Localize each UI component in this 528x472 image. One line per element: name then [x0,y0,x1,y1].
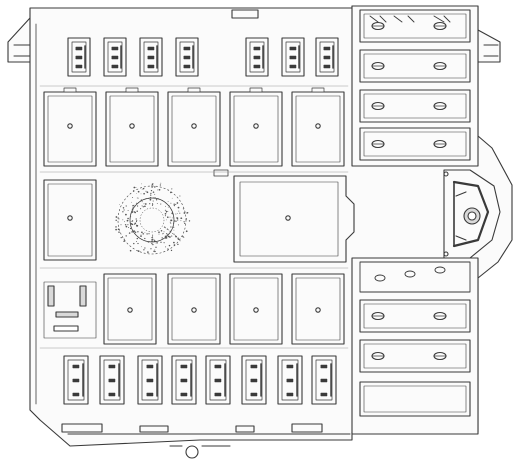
fuse-slot-lower [359,299,471,333]
bottom-connector [137,355,163,405]
fuse-slot-upper [359,127,471,161]
relay [291,273,345,345]
relay [105,87,159,167]
relay-left-mid [43,179,97,261]
relay-row-2 [103,273,345,345]
top-connector [281,37,305,77]
relay [229,273,283,345]
top-connector [315,37,339,77]
fuse-slot-lower [359,339,471,373]
relay [291,87,345,167]
center-module [233,175,355,263]
fuse-slot-upper [359,49,471,83]
bottom-connector [277,355,303,405]
fuse-slot-upper [359,89,471,123]
relay [103,273,157,345]
bottom-connector [63,355,89,405]
relay [167,87,221,167]
mounting-tabs [7,17,501,63]
fuse-slot-upper [359,9,471,43]
round-membrane [115,182,191,255]
top-connector [175,37,199,77]
bottom-connector [311,355,337,405]
top-connector-row [67,37,339,77]
top-connector [245,37,269,77]
cable-clamp [443,169,501,259]
top-connector [139,37,163,77]
relay [43,87,97,167]
relay [167,273,221,345]
bottom-connector-row [63,355,337,405]
bottom-connector [241,355,267,405]
small-fuse-block [43,281,97,339]
top-connector [103,37,127,77]
right-fuse-bank [351,5,479,435]
bottom-connector [205,355,231,405]
bottom-connector [171,355,197,405]
bottom-connector [99,355,125,405]
inner-guides [39,85,349,349]
bottom-rim [61,423,351,459]
top-connector [67,37,91,77]
relay-row-1 [43,87,345,167]
top-clip [231,9,259,19]
relay [229,87,283,167]
